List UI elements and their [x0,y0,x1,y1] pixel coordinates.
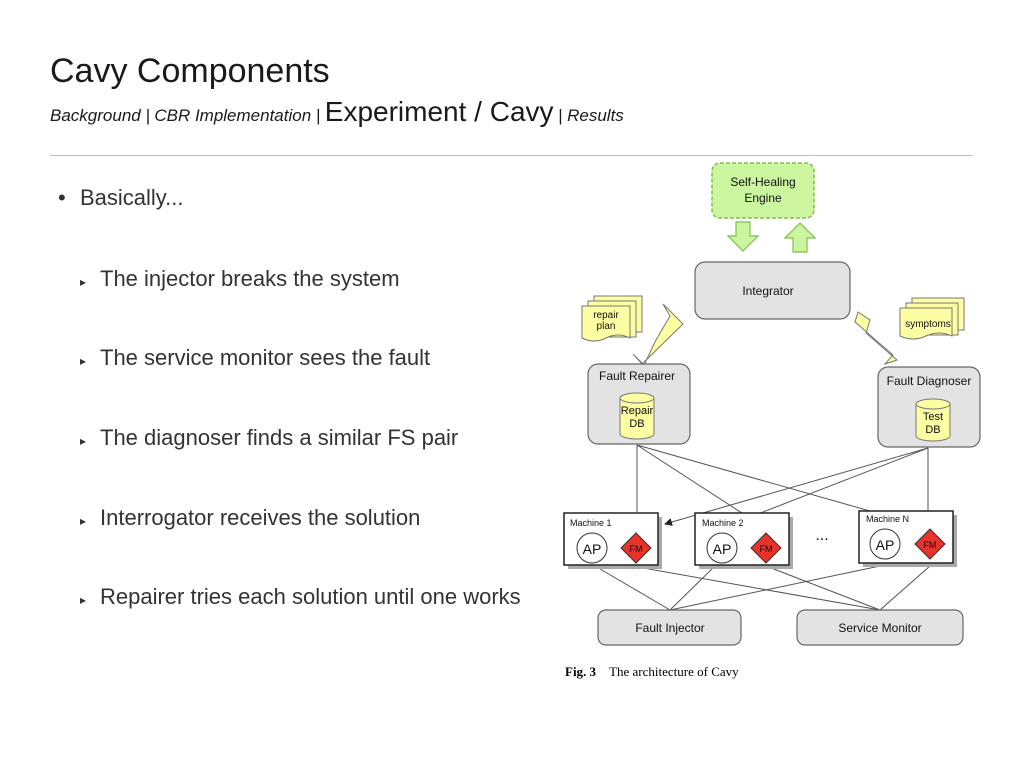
test-db-label-line2: DB [925,424,940,436]
sub-bullet: ▸ Interrogator receives the solution [80,505,420,531]
bullet-list: • Basically... ▸ The injector breaks the… [58,185,598,609]
fm-diamond-icon [750,532,782,564]
machines-ellipsis: ... [815,527,828,544]
sub-bullet-text: Repairer tries each solution until one w… [100,584,521,609]
fm-label: FM [924,540,937,550]
sub-bullet: ▸ The service monitor sees the fault [80,345,430,371]
repair-plan-label-line2: plan [597,321,616,332]
machine-n-label: Machine N [866,514,909,524]
machine-1-label: Machine 1 [570,518,612,528]
title-divider [50,155,973,156]
triangle-bullet-icon: ▸ [80,354,87,368]
service-monitor-label: Service Monitor [838,621,921,635]
breadcrumb-cbr: CBR Implementation | [154,106,321,125]
triangle-bullet-icon: ▸ [80,275,87,289]
bullet-main-text: Basically... [80,185,184,210]
symptoms-label: symptoms [905,319,951,330]
cavy-architecture-diagram: Self-Healing Engine Integrator repair pl… [563,162,981,646]
symptoms-arrow-icon [854,311,898,366]
fm-label: FM [630,544,643,554]
integrator-label: Integrator [742,284,793,298]
fault-diagnoser-label: Fault Diagnoser [887,374,972,388]
bullet-dot-icon: • [58,185,66,210]
fault-injector-label: Fault Injector [635,621,704,635]
up-arrow-icon [783,222,817,253]
breadcrumb-background: Background | [50,106,150,125]
integrator-box [694,261,851,320]
self-healing-label-line1: Self-Healing [730,175,795,189]
repair-plan-label-line1: repair [593,310,619,321]
sub-bullet-text: The service monitor sees the fault [100,345,431,370]
figure-number: Fig. 3 [565,664,597,679]
ap-label: AP [713,541,732,557]
down-arrow-icon [726,221,760,252]
triangle-bullet-icon: ▸ [80,434,87,448]
sub-bullet: ▸ Repairer tries each solution until one… [80,584,521,610]
self-healing-label-line2: Engine [744,191,782,205]
repair-plan-document-icon [581,295,643,342]
machine-2-label: Machine 2 [702,518,744,528]
breadcrumb-results: | Results [557,106,624,125]
sub-bullet-text: The injector breaks the system [100,266,400,291]
figure-caption: Fig. 3 The architecture of Cavy [565,664,739,680]
ap-circle-icon [576,532,608,564]
repair-plan-arrow-icon [632,303,684,366]
ap-circle-icon [706,532,738,564]
breadcrumb-current: Experiment / Cavy [324,96,554,127]
sub-bullet-text: The diagnoser finds a similar FS pair [100,425,459,450]
breadcrumb: Background | CBR Implementation | Experi… [50,96,624,128]
repair-db-cylinder-icon [619,392,655,440]
fault-repairer-label: Fault Repairer [599,369,675,383]
service-monitor-box [796,609,964,646]
triangle-bullet-icon: ▸ [80,593,87,607]
sub-bullet: ▸ The injector breaks the system [80,266,400,292]
ap-circle-icon [869,528,901,560]
bullet-main: • Basically... [58,185,598,211]
connector-lines [594,444,931,611]
repair-db-label-line1: Repair [621,405,654,417]
fm-label: FM [760,544,773,554]
test-db-cylinder-icon [915,398,951,442]
self-healing-engine-box [711,162,815,219]
fm-diamond-icon [620,532,652,564]
ap-label: AP [583,541,602,557]
ap-label: AP [876,537,895,553]
fault-injector-box [597,609,742,646]
slide-title: Cavy Components [50,52,330,90]
fm-diamond-icon [914,528,946,560]
repair-db-label-line2: DB [629,418,644,430]
test-db-label-line1: Test [923,411,943,423]
figure-caption-text: The architecture of Cavy [609,664,739,679]
triangle-bullet-icon: ▸ [80,514,87,528]
sub-bullet-text: Interrogator receives the solution [100,505,421,530]
symptoms-document-icon [899,297,965,340]
sub-bullet: ▸ The diagnoser finds a similar FS pair [80,425,458,451]
